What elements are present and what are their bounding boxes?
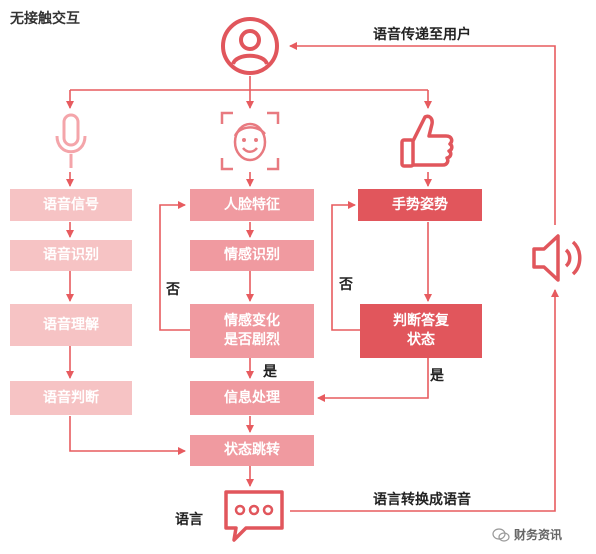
emotion-change-line1: 情感变化 — [224, 313, 280, 329]
wechat-icon — [492, 527, 510, 542]
emotion-change-line2: 是否剧烈 — [224, 332, 280, 348]
emotion-change-box: 情感变化 是否剧烈 — [190, 304, 314, 358]
watermark-text: 财务资讯 — [514, 528, 563, 542]
thumbs-up-icon — [400, 114, 454, 168]
no-label-right: 否 — [339, 277, 353, 293]
emotion-recognition-box: 情感识别 — [190, 240, 314, 271]
face-scan-icon — [220, 111, 280, 171]
watermark: 财务资讯 — [492, 526, 562, 543]
yes-label-right: 是 — [430, 368, 444, 384]
voice-to-user-label: 语音传递至用户 — [373, 27, 471, 43]
speaker-icon — [532, 234, 582, 282]
voice-judgment-box: 语音判断 — [10, 381, 132, 415]
voice-recognition-box: 语音识别 — [10, 240, 132, 271]
yes-label-left: 是 — [263, 364, 277, 380]
no-label-left: 否 — [166, 282, 180, 298]
user-icon — [221, 17, 279, 75]
diagram-title: 无接触交互 — [10, 11, 80, 27]
voice-understanding-box: 语音理解 — [10, 304, 132, 346]
language-label: 语言 — [175, 512, 203, 528]
judge-reply-line1: 判断答复 — [393, 313, 449, 329]
judge-reply-state-box: 判断答复 状态 — [360, 304, 482, 358]
state-transition-box: 状态跳转 — [190, 435, 314, 466]
info-processing-box: 信息处理 — [190, 381, 314, 415]
chat-bubble-icon — [224, 490, 284, 542]
gesture-posture-box: 手势姿势 — [358, 189, 482, 221]
face-feature-box: 人脸特征 — [190, 189, 314, 221]
microphone-icon — [55, 113, 87, 168]
judge-reply-line2: 状态 — [407, 332, 435, 348]
voice-signal-box: 语音信号 — [10, 189, 132, 221]
text-to-speech-label: 语言转换成语音 — [373, 492, 471, 508]
